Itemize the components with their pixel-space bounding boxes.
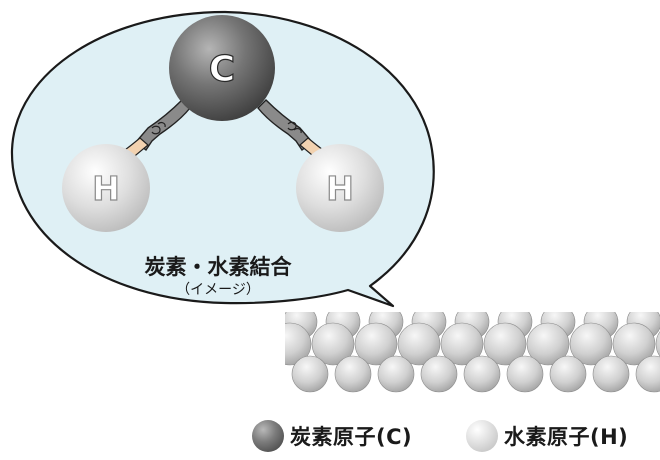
chain-atom-front [549, 355, 587, 393]
chain-atom-mid [612, 322, 656, 366]
chain-atom-mid [526, 322, 570, 366]
chain-atom-mid [354, 322, 398, 366]
legend-carbon: 炭素原子(C) [252, 418, 412, 454]
chain-atom-front [592, 355, 630, 393]
hydrogen-legend-label: 水素原子(H) [504, 425, 629, 449]
carbon-legend-label: 炭素原子(C) [290, 425, 413, 449]
chain-atom-front [377, 355, 415, 393]
chain-atom-front [420, 355, 458, 393]
chain-atom-front [291, 355, 329, 393]
chain-atom-front [506, 355, 544, 393]
chain-atom-front [635, 355, 660, 393]
chain-atom-mid [483, 322, 527, 366]
chain-atom-mid [569, 322, 613, 366]
hydrogen-legend-icon [466, 420, 498, 452]
hydrogen-symbol-right: H [326, 169, 354, 208]
speech-bubble [10, 10, 435, 308]
chain-atom-mid [440, 322, 484, 366]
bubble-title: 炭素・水素結合 [145, 255, 293, 279]
carbon-atom [169, 15, 275, 121]
chain-atom-mid [311, 322, 355, 366]
legend-hydrogen: 水素原子(H) [466, 418, 628, 454]
hydrocarbon-chain [285, 312, 660, 393]
chain-atom-mid [285, 322, 312, 366]
carbon-legend-icon [252, 420, 284, 452]
chain-atom-front [463, 355, 501, 393]
chain-atom-front [334, 355, 372, 393]
bubble-subtitle: （イメージ） [176, 282, 260, 298]
carbon-symbol: C [209, 49, 235, 90]
hydrogen-atom-right [296, 144, 384, 232]
chain-atom-mid [655, 331, 660, 357]
chain-atom-mid [397, 322, 441, 366]
hydrogen-symbol-left: H [92, 169, 120, 208]
hydrogen-atom-left [62, 144, 150, 232]
